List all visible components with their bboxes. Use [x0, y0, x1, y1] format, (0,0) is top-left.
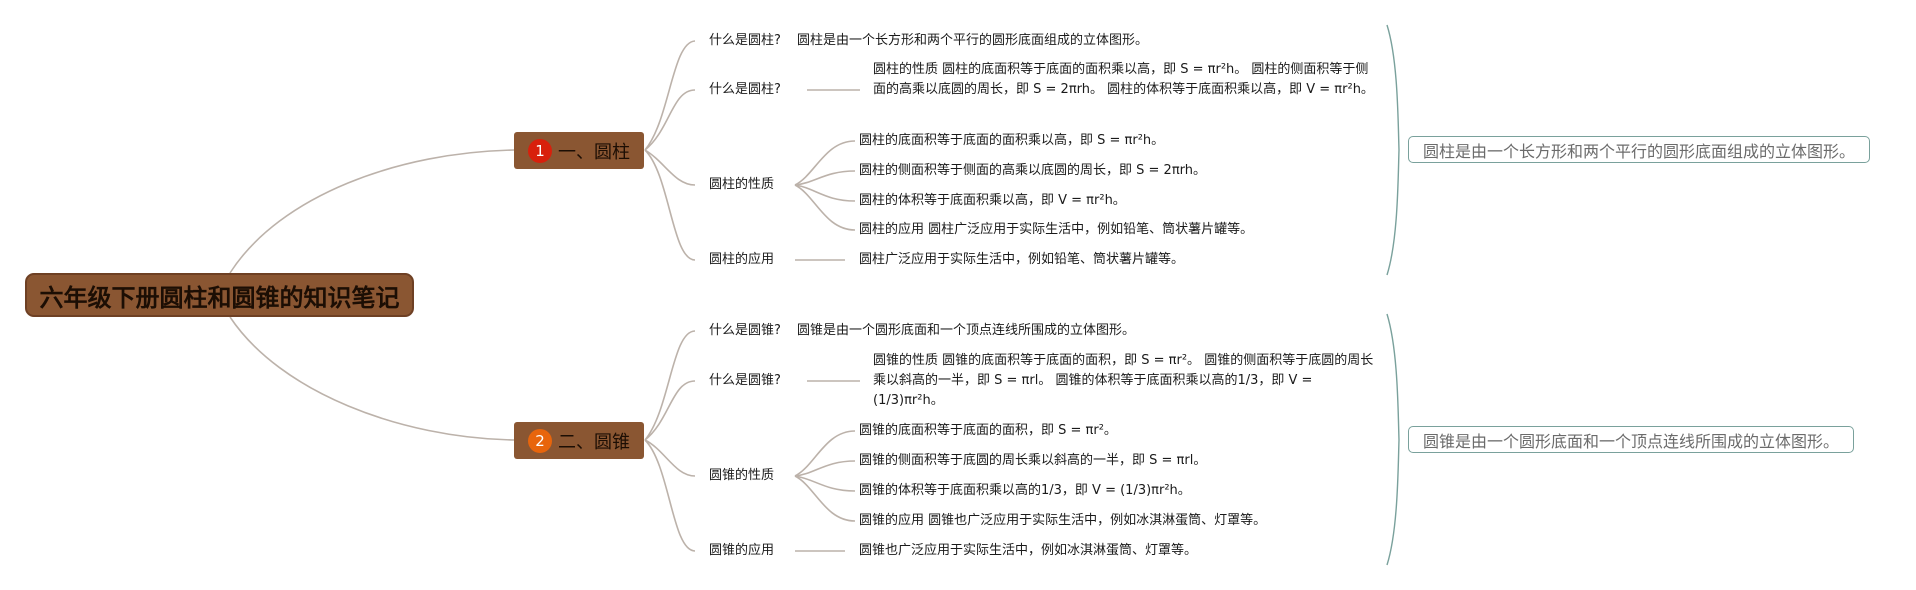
leaf-cone-volume[interactable]: 圆锥的体积等于底面积乘以高的1/3，即 V = (1/3)πr²h。 [859, 483, 1191, 498]
root-title: 六年级下册圆柱和圆锥的知识笔记 [39, 283, 400, 312]
subtopic-cone-applications[interactable]: 圆锥的应用 [709, 543, 775, 558]
leaf-cone-properties-summary[interactable]: 圆锥的性质 圆锥的底面积等于底面的面积，即 S = πr²。 圆锥的侧面积等于底… [873, 353, 1374, 408]
subtopic-cone-properties[interactable]: 圆锥的性质 [709, 468, 775, 483]
leaf-cylinder-lateral-area[interactable]: 圆柱的侧面积等于侧面的高乘以底圆的周长，即 S = 2πrh。 [859, 163, 1206, 178]
subtopic-cylinder-properties[interactable]: 圆柱的性质 [709, 177, 775, 192]
topic-cylinder[interactable]: 1 一、圆柱 [514, 132, 644, 169]
leaf-cylinder-volume[interactable]: 圆柱的体积等于底面积乘以高，即 V = πr²h。 [859, 193, 1126, 208]
number-badge-icon: 1 [528, 138, 552, 163]
topic-title: 一、圆柱 [558, 141, 630, 163]
subtopic-what-is-cylinder-2[interactable]: 什么是圆柱? [709, 82, 781, 97]
root-topic[interactable]: 六年级下册圆柱和圆锥的知识笔记 [25, 273, 414, 317]
subtopic-cylinder-applications[interactable]: 圆柱的应用 [709, 252, 775, 267]
leaf-cylinder-base-area[interactable]: 圆柱的底面积等于底面的面积乘以高，即 S = πr²h。 [859, 133, 1165, 148]
leaf-cone-application-note[interactable]: 圆锥的应用 圆锥也广泛应用于实际生活中，例如冰淇淋蛋筒、灯罩等。 [859, 513, 1267, 528]
summary-cone[interactable]: 圆锥是由一个圆形底面和一个顶点连线所围成的立体图形。 [1408, 426, 1855, 453]
leaf-cone-definition[interactable]: 圆锥是由一个圆形底面和一个顶点连线所围成的立体图形。 [797, 323, 1136, 338]
leaf-cylinder-application-note[interactable]: 圆柱的应用 圆柱广泛应用于实际生活中，例如铅笔、筒状薯片罐等。 [859, 222, 1254, 237]
leaf-cylinder-definition[interactable]: 圆柱是由一个长方形和两个平行的圆形底面组成的立体图形。 [797, 33, 1149, 48]
number-badge-icon: 2 [528, 428, 552, 453]
leaf-cylinder-applications[interactable]: 圆柱广泛应用于实际生活中，例如铅笔、筒状薯片罐等。 [859, 252, 1185, 267]
leaf-cone-base-area[interactable]: 圆锥的底面积等于底面的面积，即 S = πr²。 [859, 423, 1117, 438]
topic-cone[interactable]: 2 二、圆锥 [514, 422, 644, 459]
topic-title: 二、圆锥 [558, 431, 630, 453]
subtopic-what-is-cone[interactable]: 什么是圆锥? [709, 323, 781, 338]
leaf-cone-applications[interactable]: 圆锥也广泛应用于实际生活中，例如冰淇淋蛋筒、灯罩等。 [859, 543, 1198, 558]
summary-cylinder[interactable]: 圆柱是由一个长方形和两个平行的圆形底面组成的立体图形。 [1408, 136, 1871, 163]
leaf-cone-lateral-area[interactable]: 圆锥的侧面积等于底圆的周长乘以斜高的一半，即 S = πrl。 [859, 453, 1207, 468]
subtopic-what-is-cylinder[interactable]: 什么是圆柱? [709, 33, 781, 48]
leaf-cylinder-properties-summary[interactable]: 圆柱的性质 圆柱的底面积等于底面的面积乘以高，即 S = πr²h。 圆柱的侧面… [873, 62, 1374, 97]
subtopic-what-is-cone-2[interactable]: 什么是圆锥? [709, 373, 781, 388]
